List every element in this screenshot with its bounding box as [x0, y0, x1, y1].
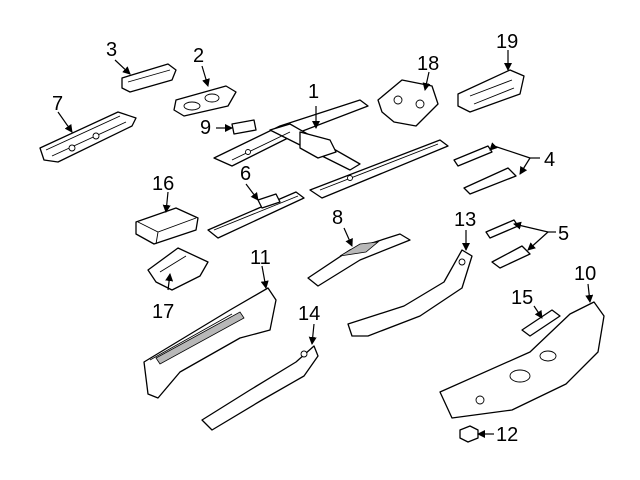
- callout-9: 9: [200, 117, 211, 139]
- part-16-control-module[interactable]: [135, 207, 199, 245]
- leader-lines: [57, 50, 594, 438]
- part-6-track-rail[interactable]: [207, 191, 305, 239]
- part-9-clip[interactable]: [231, 119, 257, 135]
- part-18-recliner-bracket[interactable]: [377, 79, 439, 127]
- part-17-module-bracket[interactable]: [147, 247, 209, 291]
- callout-13: 13: [454, 209, 476, 231]
- callout-19: 19: [496, 31, 518, 53]
- callout-4: 4: [544, 149, 555, 171]
- callout-10: 10: [574, 263, 596, 285]
- part-1-seat-frame[interactable]: [213, 99, 449, 199]
- callout-7: 7: [52, 93, 63, 115]
- part-14-side-frame[interactable]: [201, 345, 319, 431]
- part-8-track-cover[interactable]: [307, 233, 411, 287]
- callout-2: 2: [193, 45, 204, 67]
- part-7-seat-track[interactable]: [39, 111, 137, 163]
- callout-6: 6: [240, 163, 251, 185]
- part-13-side-frame[interactable]: [347, 249, 473, 337]
- callout-8: 8: [332, 207, 343, 229]
- part-12-knob[interactable]: [459, 425, 479, 443]
- part-2-bracket[interactable]: [173, 85, 237, 117]
- part-19-hinge-bracket[interactable]: [457, 69, 525, 113]
- part-4-trim-covers[interactable]: [453, 145, 517, 195]
- callout-3: 3: [106, 39, 117, 61]
- part-3-adjuster-cap[interactable]: [121, 63, 177, 93]
- callout-15: 15: [511, 287, 533, 309]
- callout-1: 1: [308, 81, 319, 103]
- part-11-side-shield[interactable]: [143, 287, 277, 399]
- part-5-trim-pieces[interactable]: [485, 219, 531, 269]
- callout-16: 16: [152, 173, 174, 195]
- callout-17: 17: [152, 301, 174, 323]
- callout-14: 14: [298, 303, 320, 325]
- callout-18: 18: [417, 53, 439, 75]
- callout-12: 12: [496, 424, 518, 446]
- callout-11: 11: [250, 247, 271, 269]
- part-10-seat-side-panel[interactable]: [439, 301, 605, 419]
- callout-5: 5: [558, 223, 569, 245]
